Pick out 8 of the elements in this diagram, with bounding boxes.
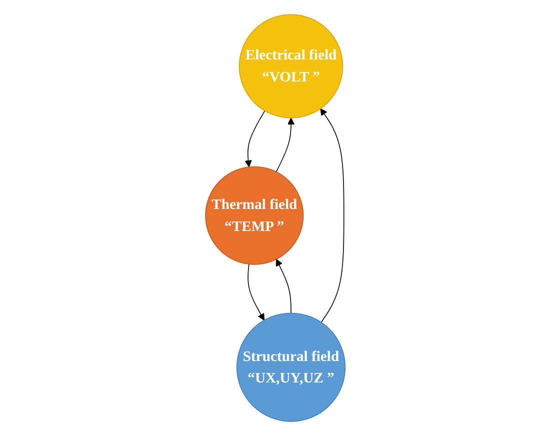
arrow [276,118,294,172]
node-circle: Thermal field “TEMP ” [204,166,304,265]
arrow [276,258,292,314]
arrow [247,264,264,321]
arrow [320,108,344,323]
arrow [244,110,265,168]
node-circle: Structural field “UX,UY,UZ ” [236,312,346,422]
node-circle: Electrical field “VOLT ” [238,14,343,118]
